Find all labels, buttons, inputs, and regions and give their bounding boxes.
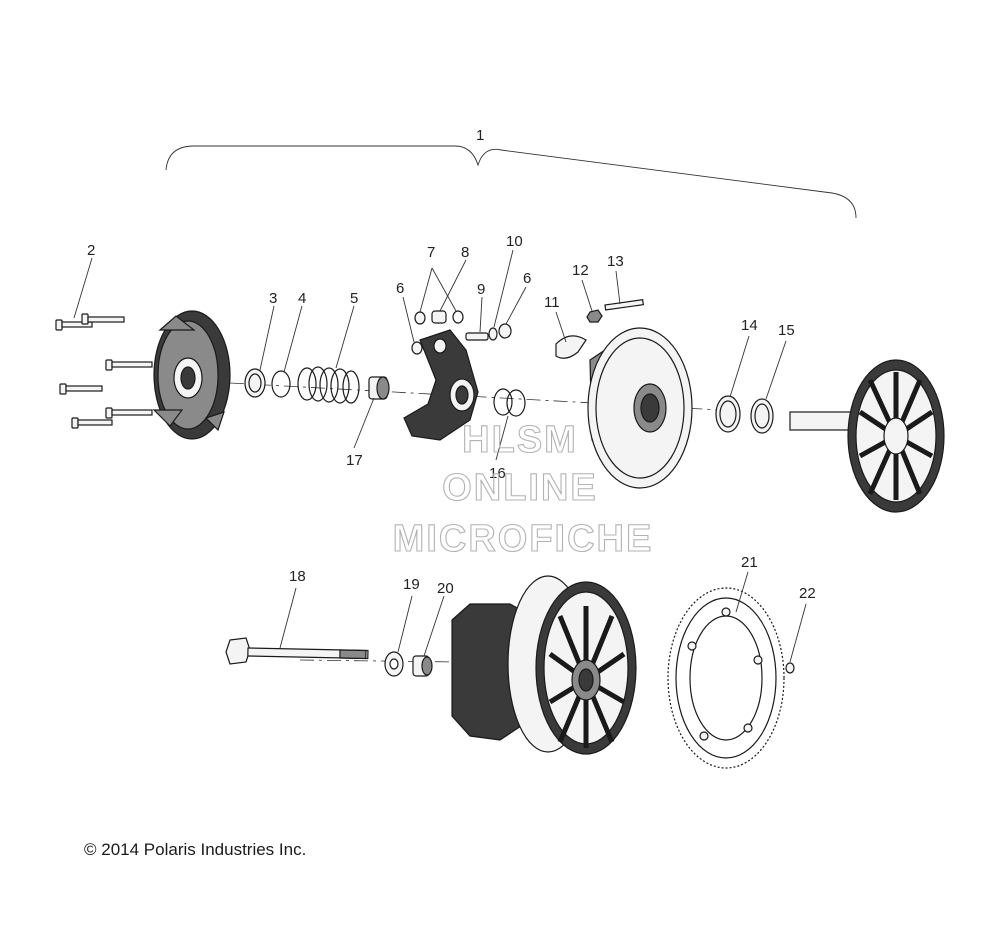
bushing-20 <box>412 655 433 677</box>
callout-14: 14 <box>741 317 758 334</box>
bushing-17 <box>368 376 390 400</box>
callout-8: 8 <box>461 244 469 261</box>
callout-17: 17 <box>346 452 363 469</box>
bolt <box>105 407 153 419</box>
washer-7 <box>414 311 426 325</box>
callout-19: 19 <box>403 576 420 593</box>
fixed-sheave <box>789 359 945 513</box>
callout-20: 20 <box>437 580 454 597</box>
callout-2: 2 <box>87 242 95 259</box>
leader-lines <box>73 249 807 663</box>
callout-9: 9 <box>477 281 485 298</box>
watermark-line-1: HLSM <box>462 419 578 461</box>
bolt-18 <box>225 637 369 665</box>
roller-arm <box>403 329 479 441</box>
washer-19-hole <box>389 658 399 670</box>
watermark-line-3: MICROFICHE <box>393 518 654 560</box>
bolt <box>105 359 153 371</box>
weight-11 <box>555 335 587 359</box>
bolt <box>55 319 93 331</box>
callout-21: 21 <box>741 554 758 571</box>
bushing-14 <box>715 395 741 433</box>
ring-15-inner <box>754 403 770 429</box>
moveable-sheave <box>587 327 693 489</box>
callout-11: 11 <box>544 294 560 311</box>
callout-10: 10 <box>506 233 523 250</box>
pin-9 <box>465 332 489 341</box>
roller-8 <box>431 310 464 324</box>
watermark-line-2: ONLINE <box>442 467 598 509</box>
seal-16b <box>506 389 526 417</box>
callout-6a: 6 <box>396 280 404 297</box>
lower-centerline <box>299 659 461 663</box>
assembled-clutch <box>451 575 637 755</box>
ring-3 <box>244 368 266 398</box>
nut-12 <box>586 309 603 323</box>
callout-18: 18 <box>289 568 306 585</box>
callout-16: 16 <box>489 465 506 482</box>
bolts-group <box>55 313 153 429</box>
copyright-notice: © 2014 Polaris Industries Inc. <box>84 840 307 859</box>
washer-6-right <box>498 323 512 339</box>
bolt <box>81 313 125 325</box>
spring <box>297 366 360 404</box>
callout-7: 7 <box>427 244 435 261</box>
ring-3-inner <box>248 373 262 393</box>
bolt <box>59 383 103 395</box>
screw-22 <box>785 662 795 674</box>
assembly-bracket <box>165 145 857 219</box>
callout-13: 13 <box>607 253 624 270</box>
callout-12: 12 <box>572 262 589 279</box>
callout-4: 4 <box>298 290 306 307</box>
callout-3: 3 <box>269 290 277 307</box>
ring-gear-21 <box>667 587 785 769</box>
pin-13 <box>604 299 645 311</box>
callout-labels: 1 2 3 4 5 6 7 8 9 10 6 11 12 13 14 15 16… <box>87 127 816 602</box>
callout-15: 15 <box>778 322 795 339</box>
washer-10 <box>488 327 498 341</box>
callout-6b: 6 <box>523 270 531 287</box>
seal-16a <box>493 388 513 416</box>
watermark: HLSM ONLINE MICROFICHE <box>392 418 654 560</box>
bolt <box>71 417 113 429</box>
callout-22: 22 <box>799 585 816 602</box>
spider-cover <box>152 310 231 440</box>
washer-6-left <box>411 341 423 355</box>
snap-ring-4 <box>271 370 291 398</box>
callout-5: 5 <box>350 290 358 307</box>
callout-1: 1 <box>476 127 484 144</box>
